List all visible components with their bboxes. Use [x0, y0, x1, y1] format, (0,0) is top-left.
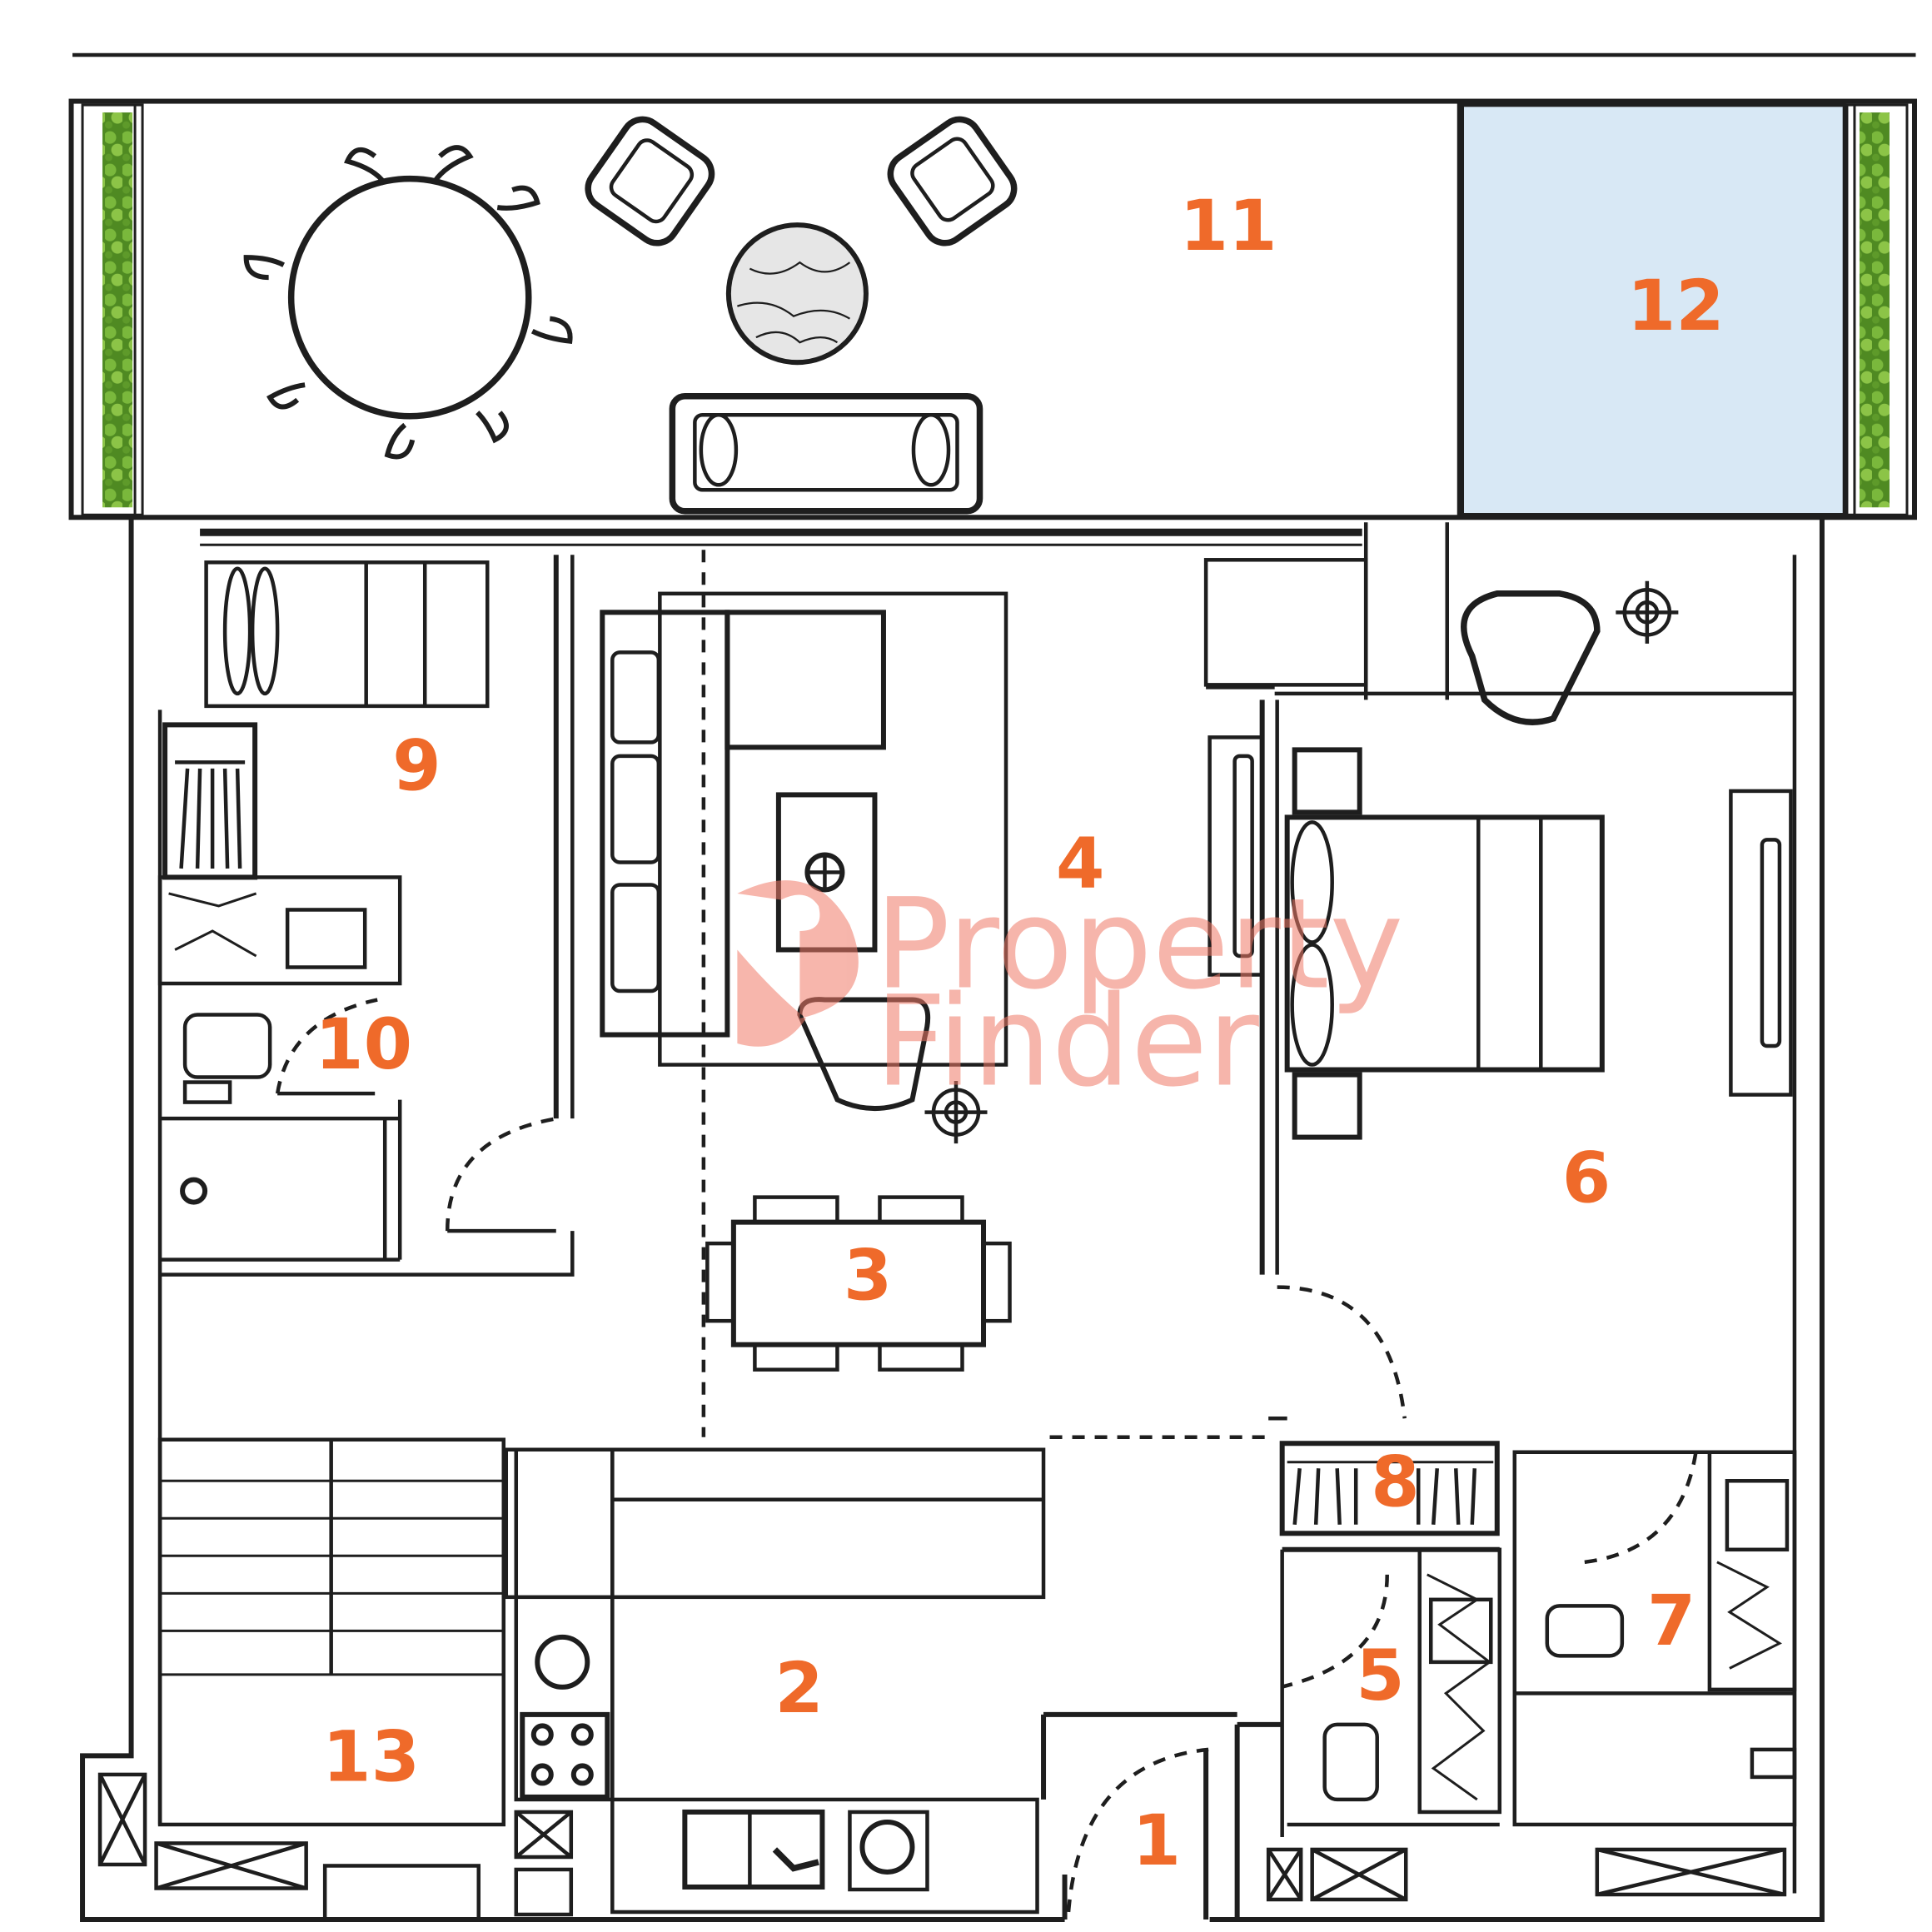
- watermark-line2: Finder: [874, 970, 1259, 1115]
- room-label-4: 4: [1056, 822, 1104, 904]
- room-label-5: 5: [1356, 1635, 1404, 1716]
- armchair-icon: [585, 116, 715, 246]
- door-swing-icon: [1066, 1747, 1209, 1913]
- living-area: [600, 550, 1269, 1439]
- toilet-icon: [182, 1013, 272, 1079]
- guest-wc: [1280, 1546, 1502, 1837]
- maid-room: [162, 555, 575, 1119]
- door-swing-icon: [1584, 1442, 1700, 1565]
- plant-icon: [102, 112, 133, 508]
- room-label-9: 9: [392, 724, 441, 806]
- bedroom: [1203, 522, 1795, 1421]
- room-label-12: 12: [1627, 265, 1725, 346]
- sink-icon: [682, 1809, 825, 1890]
- toilet-icon: [1322, 1722, 1379, 1802]
- room-label-11: 11: [1180, 185, 1277, 266]
- room-label-2: 2: [774, 1647, 823, 1729]
- kitchen: [504, 1447, 1237, 1917]
- outer-wall: [80, 517, 1825, 1922]
- armchair-icon: [887, 116, 1018, 246]
- door-swing-icon: [445, 1116, 558, 1232]
- room-label-7: 7: [1647, 1580, 1695, 1661]
- sofa-icon: [669, 392, 983, 515]
- watermark: Property Finder: [737, 873, 1403, 1115]
- stove-icon: [520, 1711, 610, 1800]
- watermark-line1: Property: [874, 873, 1403, 1018]
- bedroom-bath: [1512, 1442, 1797, 1827]
- coffee-table-icon: [725, 222, 869, 366]
- toilet-icon: [1545, 1604, 1625, 1658]
- washing-machine-icon: [859, 1819, 915, 1875]
- washing-machine-icon: [535, 1634, 590, 1690]
- dining-table-icon: [243, 145, 573, 460]
- sofa-icon: [600, 610, 730, 1038]
- room-label-13: 13: [322, 1715, 420, 1797]
- room-label-1: 1: [1133, 1800, 1181, 1881]
- dining-table-icon: [705, 1195, 1012, 1372]
- left-planter: [81, 103, 144, 516]
- room-label-8: 8: [1371, 1441, 1419, 1522]
- room-label-6: 6: [1562, 1138, 1611, 1219]
- entrance: [1062, 1721, 1282, 1920]
- sink-icon: [1428, 1597, 1493, 1665]
- storage: [97, 1437, 506, 1922]
- sink-icon: [285, 908, 367, 969]
- maid-bath: [157, 875, 575, 1277]
- door-swing-icon: [1277, 1285, 1407, 1419]
- tv-unit-icon: [1729, 789, 1793, 1097]
- room-label-3: 3: [844, 1235, 892, 1317]
- bed-icon: [1284, 814, 1605, 1073]
- sink-icon: [1725, 1479, 1790, 1552]
- room-label-10: 10: [315, 1003, 412, 1085]
- tv-unit-icon: [1208, 735, 1264, 977]
- armchair-icon: [1461, 590, 1601, 725]
- door-swing-icon: [1280, 1574, 1389, 1690]
- property-finder-logo-icon: [737, 880, 859, 1047]
- right-planter: [1845, 103, 1909, 516]
- door-swing-icon: [275, 998, 378, 1094]
- wardrobe: [1279, 1441, 1500, 1536]
